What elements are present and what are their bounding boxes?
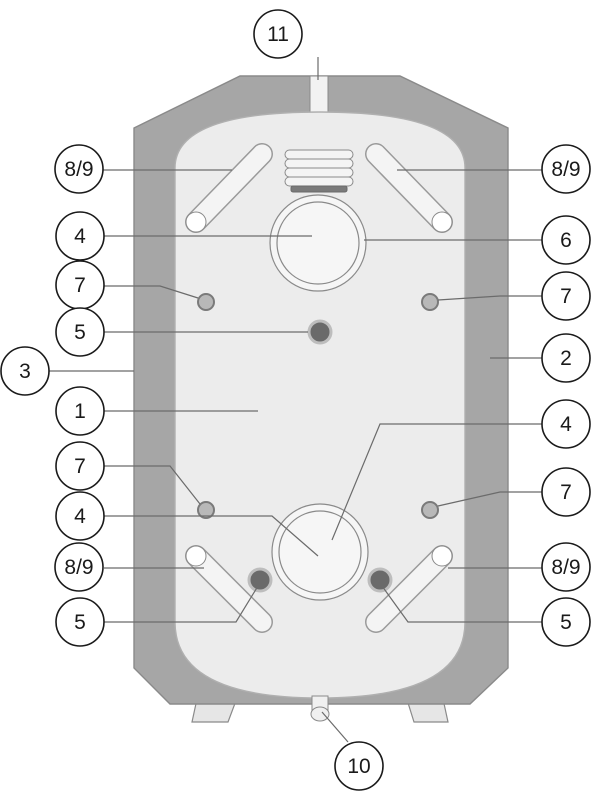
callout-6-label: 6: [560, 229, 572, 252]
top-left-sleeve: [185, 143, 273, 233]
callout-6: 6: [541, 215, 591, 265]
callout-5-bottom-right-label: 5: [560, 611, 572, 634]
callout-11: 11: [253, 9, 303, 59]
callout-8-9-top-left: 8/9: [54, 144, 104, 194]
callout-3-label: 3: [19, 360, 31, 383]
callout-8-9-bottom-left-label: 8/9: [64, 556, 93, 579]
callout-8-9-bottom-left: 8/9: [54, 542, 104, 592]
callout-7-upper-right-label: 7: [560, 285, 572, 308]
bottom-left-sleeve: [185, 545, 273, 633]
callout-10-label: 10: [347, 755, 370, 778]
callout-7-lower-left-label: 7: [74, 455, 86, 478]
bottom-right-sleeve: [365, 545, 453, 633]
callout-4-bottom-label: 4: [74, 505, 86, 528]
callout-7-upper-right: 7: [541, 271, 591, 321]
callout-8-9-bottom-right-label: 8/9: [551, 556, 580, 579]
callout-4-right-label: 4: [560, 413, 572, 436]
callout-7-lower-left: 7: [55, 441, 105, 491]
callout-10: 10: [334, 741, 384, 791]
callout-4-right: 4: [541, 399, 591, 449]
socket-upper-right: [421, 293, 439, 311]
leader-lines: [28, 57, 542, 743]
callout-7-lower-right: 7: [541, 467, 591, 517]
socket-lower-right: [421, 501, 439, 519]
callout-5-center-label: 5: [74, 321, 86, 344]
socket-bottom-right: [367, 567, 393, 593]
callout-5-bottom-right: 5: [541, 597, 591, 647]
callout-2: 2: [541, 333, 591, 383]
callout-7-upper-left-label: 7: [74, 274, 86, 297]
callout-8-9-top-right-label: 8/9: [551, 158, 580, 181]
socket-bottom-left: [247, 567, 273, 593]
callout-2-label: 2: [560, 347, 572, 370]
callout-5-center: 5: [55, 307, 105, 357]
callout-7-lower-right-label: 7: [560, 481, 572, 504]
callout-5-bottom-left: 5: [55, 597, 105, 647]
callout-5-bottom-left-label: 5: [74, 611, 86, 634]
callout-4-top: 4: [55, 211, 105, 261]
bottom-flange-inner: [278, 510, 362, 594]
top-flange-inner: [276, 201, 360, 285]
callout-8-9-top-left-label: 8/9: [64, 158, 93, 181]
top-right-sleeve: [365, 143, 453, 233]
callout-3: 3: [0, 346, 50, 396]
top-connection: [309, 75, 329, 113]
callout-7-upper-left: 7: [55, 260, 105, 310]
socket-lower-left: [197, 501, 215, 519]
socket-center: [307, 319, 333, 345]
callout-4-bottom: 4: [55, 491, 105, 541]
callout-1: 1: [55, 386, 105, 436]
socket-upper-left: [197, 293, 215, 311]
top-heater-coil: [284, 149, 354, 193]
drain-outlet: [310, 706, 330, 722]
callout-8-9-top-right: 8/9: [541, 144, 591, 194]
callout-4-top-label: 4: [74, 225, 86, 248]
callout-11-label: 11: [267, 23, 289, 46]
callout-8-9-bottom-right: 8/9: [541, 542, 591, 592]
callout-1-label: 1: [74, 400, 86, 423]
